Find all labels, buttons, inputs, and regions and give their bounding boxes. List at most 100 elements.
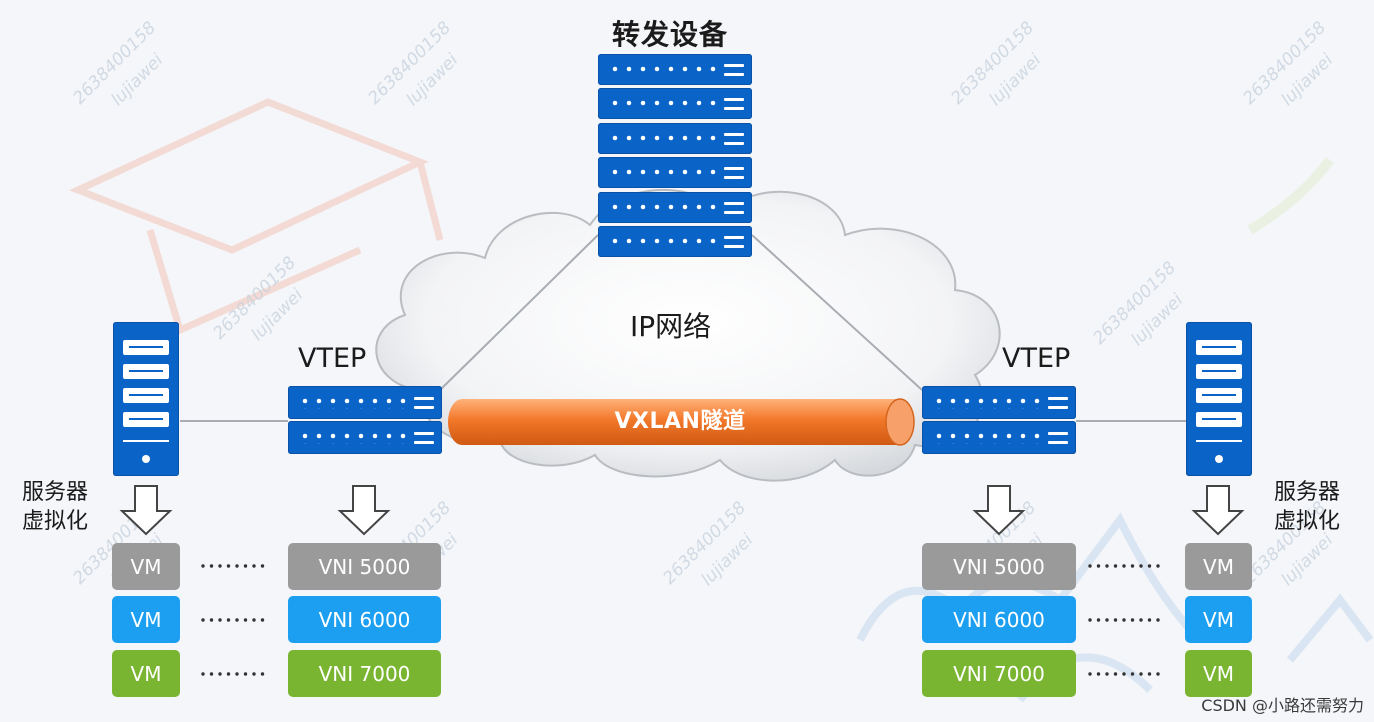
connector-dot — [252, 564, 256, 568]
server-label-line2: 虚拟化 — [22, 509, 89, 534]
port-row — [932, 396, 1040, 409]
connector-dot — [1122, 564, 1126, 568]
csdn-watermark: CSDN @小路还需努力 — [1201, 696, 1364, 715]
connector-dot — [201, 618, 205, 622]
connector-dot — [218, 618, 222, 622]
vtep-left-label: VTEP — [298, 343, 367, 374]
status-slot — [414, 432, 434, 435]
forwarding-switch-unit — [598, 88, 752, 119]
status-slot — [724, 142, 744, 145]
status-slot — [724, 176, 744, 179]
connector-dot — [1139, 618, 1143, 622]
vtep-left-switch-unit — [288, 386, 442, 419]
server-right-icon — [1186, 322, 1252, 476]
connector-dot — [1113, 618, 1118, 622]
vm-left-1: VM — [112, 543, 180, 590]
connector-dot — [1156, 564, 1160, 568]
connector-dot — [260, 672, 265, 676]
connector-dot — [1096, 618, 1101, 622]
connector-dot — [226, 618, 231, 622]
status-slot — [724, 211, 744, 214]
port-row — [608, 98, 716, 109]
vni-left-6000: VNI 6000 — [288, 596, 441, 643]
connector-dot — [243, 618, 248, 622]
connector-dot — [260, 564, 265, 568]
status-slot — [414, 441, 434, 444]
connector-dot — [243, 564, 248, 568]
vm-left-3: VM — [112, 650, 180, 697]
port-row — [608, 236, 716, 247]
status-slot — [414, 397, 434, 400]
connector-dot — [209, 564, 214, 568]
status-slot — [724, 64, 744, 67]
vxlan-tunnel — [448, 398, 915, 446]
port-row — [298, 431, 406, 444]
connector-dot — [218, 672, 222, 676]
connector-dot — [1105, 564, 1109, 568]
vni-right-6000: VNI 6000 — [922, 596, 1076, 643]
connector-dot — [1147, 618, 1152, 622]
connector-dot — [1105, 672, 1109, 676]
status-slot — [724, 133, 744, 136]
connector-dot — [1122, 618, 1126, 622]
connector-dot — [1139, 672, 1143, 676]
connector-dot — [1156, 618, 1160, 622]
dotted-connectors — [201, 564, 1160, 676]
status-slot — [724, 202, 744, 205]
port-row — [298, 396, 406, 409]
connector-dot — [243, 672, 248, 676]
connector-dot — [209, 618, 214, 622]
connector-dot — [201, 564, 205, 568]
status-slot — [724, 98, 744, 101]
connector-dot — [1113, 564, 1118, 568]
connector-dot — [1139, 564, 1143, 568]
drive-bay — [1196, 388, 1242, 403]
connector-dot — [226, 672, 231, 676]
drive-bay — [123, 412, 169, 427]
forwarding-switch-unit — [598, 54, 752, 85]
connector-dot — [1156, 672, 1160, 676]
status-slot — [1048, 406, 1068, 409]
connector-dot — [260, 618, 265, 622]
connector-dot — [1130, 618, 1135, 622]
connector-dot — [235, 564, 239, 568]
port-row — [608, 202, 716, 213]
connector-dot — [1088, 564, 1092, 568]
connector-dot — [1130, 564, 1135, 568]
vtep-right-label: VTEP — [1002, 343, 1071, 374]
server-label-line1: 服务器 — [1274, 480, 1341, 505]
status-slot — [1048, 441, 1068, 444]
status-slot — [414, 406, 434, 409]
server-label-line1: 服务器 — [22, 480, 89, 505]
status-slot — [724, 73, 744, 76]
down-arrow-icon — [337, 485, 391, 536]
vm-right-1: VM — [1185, 543, 1252, 590]
connector-dot — [218, 564, 222, 568]
forwarding-switch-unit — [598, 192, 752, 223]
vni-left-5000: VNI 5000 — [288, 543, 441, 590]
vtep-right-switch-unit — [922, 421, 1076, 454]
vni-right-5000: VNI 5000 — [922, 543, 1076, 590]
connector-dot — [1105, 618, 1109, 622]
connector-dot — [1147, 672, 1152, 676]
server-left-label: 服务器 虚拟化 — [22, 478, 88, 536]
drive-bay — [1196, 412, 1242, 427]
connector-dot — [235, 672, 239, 676]
port-row — [608, 64, 716, 75]
vni-right-7000: VNI 7000 — [922, 650, 1076, 697]
drive-bay — [1196, 340, 1242, 355]
down-arrow-icon — [1191, 485, 1245, 536]
vent — [123, 440, 169, 442]
forwarding-switch-unit — [598, 226, 752, 257]
server-right-label: 服务器 虚拟化 — [1274, 478, 1340, 536]
forwarding-switch-unit — [598, 157, 752, 188]
down-arrows — [119, 485, 1245, 536]
down-arrow-icon — [972, 485, 1026, 536]
status-slot — [724, 236, 744, 239]
vm-right-3: VM — [1185, 650, 1252, 697]
port-row — [932, 431, 1040, 444]
vxlan-tunnel-label: VXLAN隧道 — [614, 409, 746, 434]
status-slot — [1048, 397, 1068, 400]
down-arrow-icon — [119, 485, 173, 536]
vent — [1196, 440, 1242, 442]
